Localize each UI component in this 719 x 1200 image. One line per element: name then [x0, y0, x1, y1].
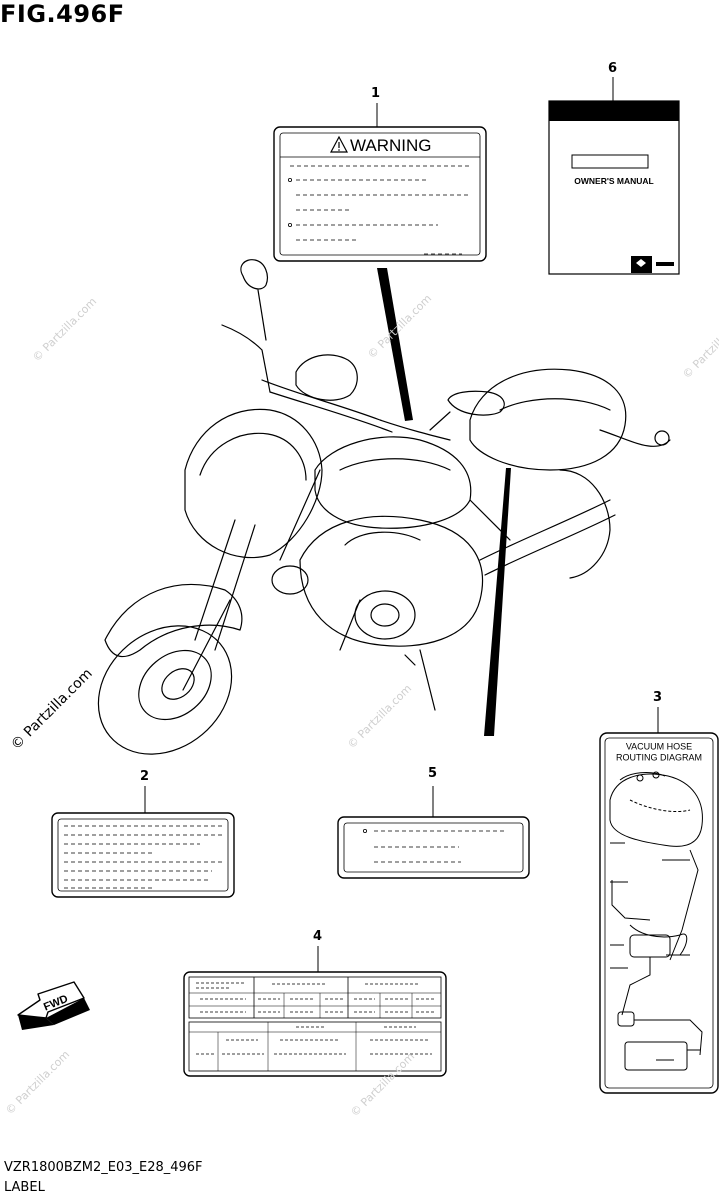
callout-3: 3 — [653, 690, 663, 705]
label-3-vacuum-hose-diagram[interactable]: VACUUM HOSE ROUTING DIAGRAM — [599, 707, 719, 1094]
manual-title: OWNER'S MANUAL — [574, 176, 653, 186]
vacuum-title-line2: ROUTING DIAGRAM — [616, 752, 702, 762]
label-2[interactable] — [51, 786, 235, 898]
label-6-owners-manual[interactable]: OWNER'S MANUAL — [548, 100, 680, 275]
fwd-arrow-icon: FWD — [17, 981, 90, 1030]
figure-title: FIG.496F — [0, 0, 125, 28]
label-5[interactable] — [337, 786, 530, 879]
warning-title: WARNING — [350, 136, 432, 155]
warning-triangle-icon — [330, 135, 348, 153]
callout-2: 2 — [140, 769, 150, 784]
callout-4: 4 — [313, 929, 323, 944]
leader-label-1 — [377, 268, 413, 421]
label-1-warning[interactable]: WARNING — [273, 126, 487, 262]
motorcycle-illustration — [97, 259, 671, 755]
callout-5: 5 — [428, 766, 438, 781]
leader-label-seat — [484, 468, 511, 736]
vacuum-title-line1: VACUUM HOSE — [626, 741, 692, 751]
callout-1: 1 — [371, 86, 381, 101]
hose-routing-sketch — [609, 771, 703, 1071]
figure-code: VZR1800BZM2_E03_E28_496F — [4, 1160, 203, 1175]
callout-6: 6 — [608, 61, 618, 76]
figure-section: LABEL — [4, 1180, 45, 1195]
label-4-table[interactable] — [183, 946, 447, 1077]
